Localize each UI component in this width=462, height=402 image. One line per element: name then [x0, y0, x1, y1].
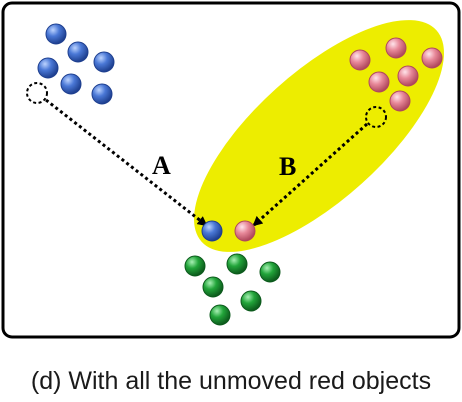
- figure-caption: (d) With all the unmoved red objects: [30, 367, 432, 395]
- red-object: [389, 90, 411, 112]
- red-cluster: [349, 37, 443, 112]
- arrow-b: [252, 122, 368, 227]
- green-object: [209, 304, 231, 326]
- red-object: [368, 71, 390, 93]
- blue-object: [67, 41, 89, 63]
- arrow-a: [45, 98, 208, 227]
- red-object: [385, 37, 407, 59]
- green-cluster: [184, 253, 281, 326]
- moved-red-object: [234, 220, 256, 242]
- red-original-position: [365, 106, 387, 128]
- red-object: [421, 47, 443, 69]
- arrow-b-label: B: [279, 152, 296, 181]
- green-object: [184, 255, 206, 277]
- red-object: [349, 49, 371, 71]
- green-object: [202, 276, 224, 298]
- arrow-a-label: A: [152, 151, 171, 180]
- blue-original-position: [26, 82, 48, 104]
- blue-cluster: [37, 23, 115, 105]
- blue-object: [60, 73, 82, 95]
- blue-object: [37, 57, 59, 79]
- blue-object: [45, 23, 67, 45]
- blue-object: [91, 83, 113, 105]
- blue-object: [93, 51, 115, 73]
- green-object: [226, 253, 248, 275]
- moved-blue-object: [201, 220, 223, 242]
- red-object: [397, 65, 419, 87]
- green-object: [240, 290, 262, 312]
- green-object: [259, 261, 281, 283]
